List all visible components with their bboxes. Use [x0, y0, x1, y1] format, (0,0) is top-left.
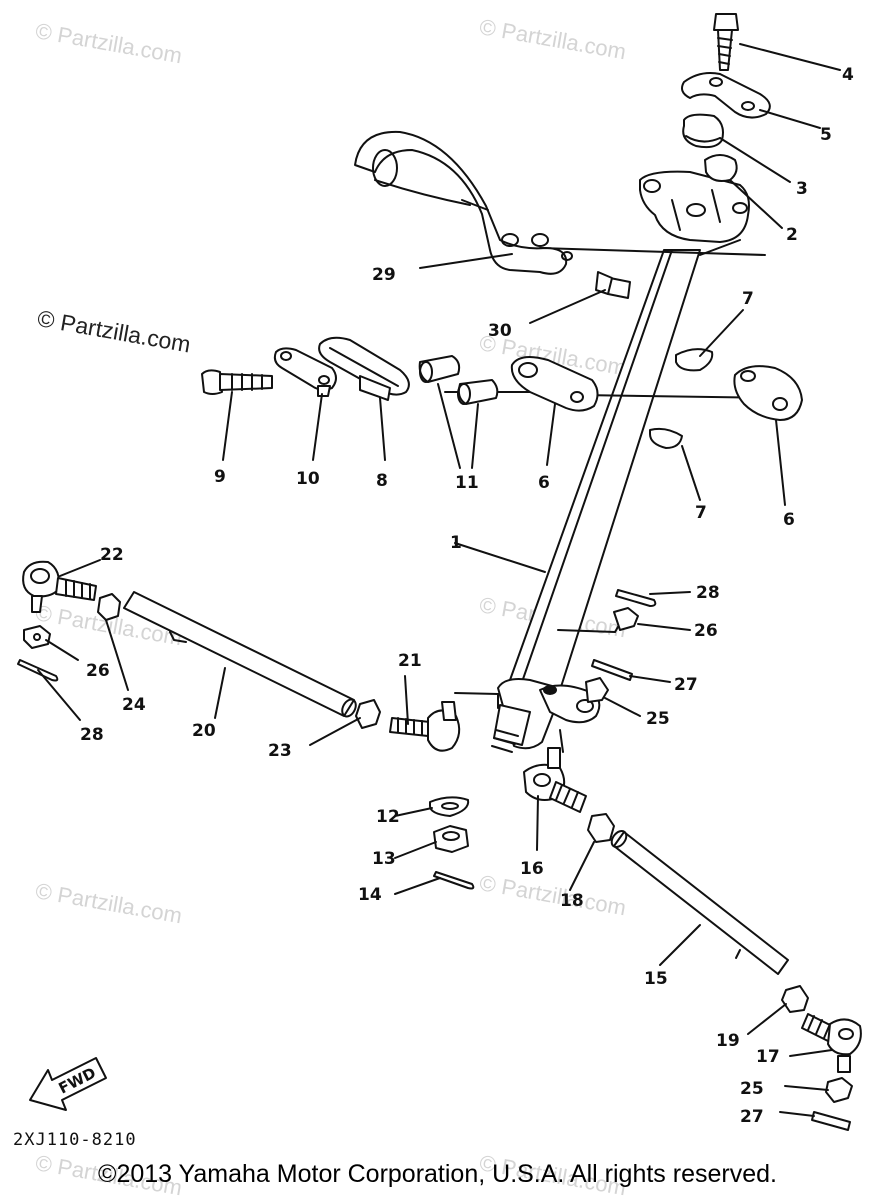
plate-part [681, 72, 771, 119]
callout-number: 21 [398, 651, 422, 671]
callout-number: 11 [455, 473, 479, 493]
callout-number: 9 [214, 467, 226, 487]
diagram-code: 2XJ110-8210 [13, 1130, 137, 1150]
nut-part [23, 625, 51, 649]
callout-number: 26 [694, 621, 718, 641]
copyright-notice: ©2013 Yamaha Motor Corporation, U.S.A. A… [98, 1160, 777, 1188]
holder-part [733, 365, 803, 421]
callout-number: 19 [716, 1031, 740, 1051]
callout-number: 6 [538, 473, 550, 493]
callout-number: 3 [796, 179, 808, 199]
holder-part [510, 355, 599, 412]
handlebar-upper-holder-part [682, 113, 724, 149]
bracket-part [354, 130, 573, 275]
callout-number: 28 [696, 583, 720, 603]
callout-number: 10 [296, 469, 320, 489]
callout-number: 14 [358, 885, 382, 905]
cotter-pin-part [811, 1111, 851, 1131]
callout-number: 6 [783, 510, 795, 530]
washer-part [429, 796, 470, 817]
tie-rod-end-part [523, 747, 587, 813]
callout-number: 22 [100, 545, 124, 565]
callout-number: 27 [674, 675, 698, 695]
callout-number: 7 [695, 503, 707, 523]
nut-part [587, 813, 615, 843]
nut-part [97, 593, 121, 621]
callout-number: 28 [80, 725, 104, 745]
callout-number: 12 [376, 807, 400, 827]
nut-part [825, 1077, 853, 1103]
callout-number: 27 [740, 1107, 764, 1127]
bolt-part [713, 13, 739, 71]
fwd-arrow-icon [29, 1057, 107, 1111]
callout-numbers: 1 2 3 4 5 6 6 7 7 8 9 10 11 12 13 14 15 … [80, 65, 854, 1127]
nut-part [355, 699, 381, 729]
bushing-part [418, 355, 499, 405]
tie-rod-part [123, 591, 357, 718]
callout-number: 25 [740, 1079, 764, 1099]
callout-number: 26 [86, 661, 110, 681]
callout-number: 20 [192, 721, 216, 741]
cable-guide-part [318, 336, 410, 401]
nut-part [781, 985, 809, 1013]
callout-number: 4 [842, 65, 854, 85]
callout-number: 2 [786, 225, 798, 245]
tie-rod-end-part [389, 701, 461, 752]
callout-number: 17 [756, 1047, 780, 1067]
cotter-pin-part [433, 871, 475, 890]
callout-number: 29 [372, 265, 396, 285]
callout-number: 13 [372, 849, 396, 869]
callout-number: 5 [820, 125, 832, 145]
bolt-part [595, 271, 631, 299]
collar-part [675, 348, 714, 372]
cotter-pin-part [615, 589, 657, 607]
nut-part [585, 677, 609, 703]
tie-rod-end-part [22, 560, 97, 613]
tie-rod-end-part [801, 1013, 862, 1073]
steering-shaft-part [491, 249, 701, 753]
tie-rod-part [610, 830, 789, 975]
cotter-pin-part [591, 659, 633, 681]
callout-number: 23 [268, 741, 292, 761]
handlebar-lower-holder-part [639, 154, 750, 243]
callout-number: 30 [488, 321, 512, 341]
plate-part [273, 347, 337, 397]
callout-number: 25 [646, 709, 670, 729]
collar-part [649, 427, 683, 449]
callout-number: 8 [376, 471, 388, 491]
callout-number: 1 [450, 533, 462, 553]
callout-number: 15 [644, 969, 668, 989]
callout-number: 7 [742, 289, 754, 309]
callout-number: 16 [520, 859, 544, 879]
callout-number: 24 [122, 695, 146, 715]
callout-number: 18 [560, 891, 584, 911]
bolt-part [201, 369, 273, 395]
nut-part [613, 607, 639, 631]
